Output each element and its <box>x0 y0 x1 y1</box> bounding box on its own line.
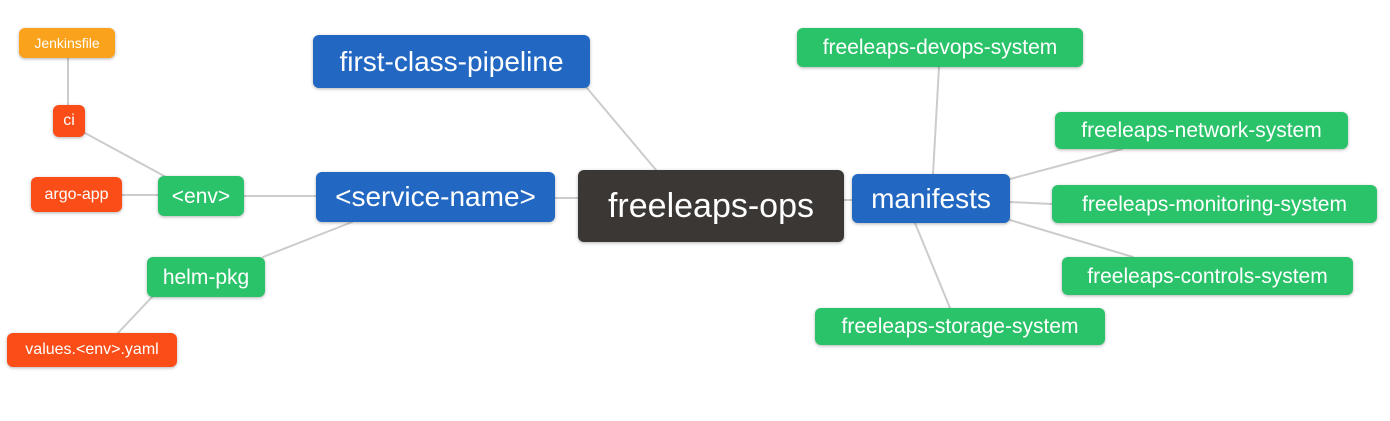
node-helm-pkg[interactable]: helm-pkg <box>147 257 265 297</box>
node-freeleaps-controls-system[interactable]: freeleaps-controls-system <box>1062 257 1353 295</box>
edge-first-class-pipeline-to-freeleaps-ops <box>586 87 657 171</box>
edge-manifests-to-freeleaps-network-system <box>1009 148 1123 180</box>
node-manifests[interactable]: manifests <box>852 174 1010 223</box>
node-freeleaps-network-system[interactable]: freeleaps-network-system <box>1055 112 1348 149</box>
node-freeleaps-ops[interactable]: freeleaps-ops <box>578 170 844 242</box>
node-env[interactable]: <env> <box>158 176 244 216</box>
edge-manifests-to-freeleaps-monitoring-system <box>1009 201 1053 205</box>
node-jenkinsfile[interactable]: Jenkinsfile <box>19 28 115 58</box>
edge-helm-pkg-to-values-env-yaml <box>117 296 153 334</box>
node-freeleaps-monitoring-system[interactable]: freeleaps-monitoring-system <box>1052 185 1377 223</box>
node-first-class-pipeline[interactable]: first-class-pipeline <box>313 35 590 88</box>
edge-manifests-to-freeleaps-devops-system <box>932 66 940 175</box>
edge-helm-pkg-to-service-name <box>262 221 353 258</box>
node-argo-app[interactable]: argo-app <box>31 177 122 212</box>
node-ci[interactable]: ci <box>53 105 85 137</box>
edge-manifests-to-freeleaps-storage-system <box>914 222 951 309</box>
edge-manifests-to-freeleaps-controls-system <box>1009 219 1134 258</box>
edge-ci-to-env <box>84 132 167 178</box>
node-freeleaps-devops-system[interactable]: freeleaps-devops-system <box>797 28 1083 67</box>
node-freeleaps-storage-system[interactable]: freeleaps-storage-system <box>815 308 1105 345</box>
node-service-name[interactable]: <service-name> <box>316 172 555 222</box>
node-values-env-yaml[interactable]: values.<env>.yaml <box>7 333 177 367</box>
